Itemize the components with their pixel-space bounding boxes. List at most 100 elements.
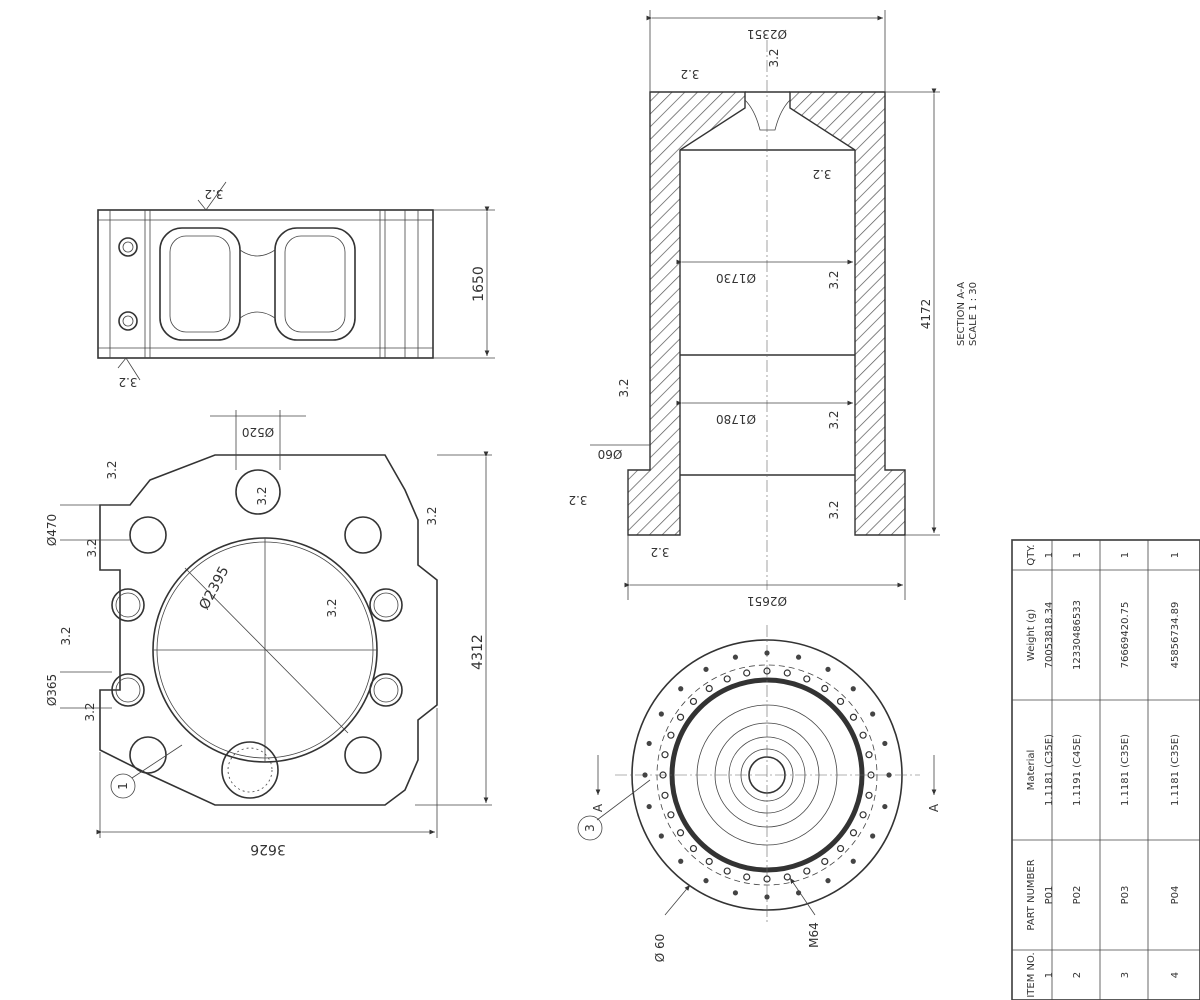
section-scale: SCALE 1 : 30: [968, 282, 979, 346]
plate-surface-mark-6: 3.2: [59, 626, 73, 645]
hole-bottom-left: [129, 736, 167, 774]
section-surface-mark-9: 3.2: [650, 545, 669, 559]
hole-mid-left-1: [111, 588, 145, 622]
hole-mid-right-2: [369, 673, 403, 707]
flange-bolt-hole: [882, 803, 888, 810]
section-small-dia: Ø60: [598, 447, 623, 461]
flange-bolt-hole: [886, 772, 892, 778]
section-surface-mark-3: 3.2: [812, 167, 831, 181]
bom-cell: 76669420.75: [1120, 602, 1131, 669]
section-top-dia: Ø2351: [747, 27, 787, 41]
plate-surface-mark-3: 3.2: [255, 486, 269, 505]
flange-bolt-hole: [678, 686, 684, 692]
flange-bolt-hole: [870, 833, 876, 839]
item-balloon-3-label: 3: [583, 824, 597, 832]
flange-inner-bolt: [689, 697, 698, 706]
flange-inner-bolt: [743, 669, 751, 677]
flange-bolt-hole: [764, 894, 770, 900]
flange-inner-bolt: [763, 875, 771, 883]
section-surface-mark-7: 3.2: [568, 493, 587, 507]
bom-cell: 1: [1044, 972, 1055, 978]
flange-bolt-hole: [825, 878, 831, 884]
flange-bolt-circle: [642, 650, 892, 900]
plate-surface-mark-2: 3.2: [85, 538, 99, 557]
section-surface-mark-8: 3.2: [827, 500, 841, 519]
plate-surface-mark-7: 3.2: [83, 702, 97, 721]
flange-inner-bolt: [667, 731, 675, 739]
hole-bottom-right: [344, 736, 382, 774]
bom-cell: 70053818.34: [1044, 602, 1055, 669]
flange-inner-bolt: [821, 684, 829, 693]
flange-hole-dia: Ø 60: [653, 934, 667, 963]
flange-inner-bolt: [849, 829, 858, 837]
bom-cell: 1.1181 (C35E): [1170, 734, 1181, 806]
left-hole-diameter: Ø470: [45, 514, 59, 546]
flange-inner-bolt: [859, 731, 867, 739]
plate-surface-mark-1: 3.2: [105, 460, 119, 479]
pocket-right: [274, 227, 356, 341]
section-upper-bore: Ø1730: [716, 271, 756, 285]
bom-cell: 2: [1072, 972, 1083, 978]
plate-surface-mark-5: 3.2: [325, 598, 339, 617]
flange-bolt-hole: [795, 890, 802, 896]
bom-cell: P03: [1120, 886, 1131, 905]
bom-header-cell: QTY.: [1026, 544, 1037, 565]
flange-bolt-hole: [703, 666, 709, 672]
bolt-lower: [118, 311, 138, 331]
flange-inner-bolt: [836, 844, 845, 853]
flange-thread: M64: [807, 922, 821, 948]
bore-diameter: Ø2395: [196, 564, 232, 613]
flange-inner-bolt: [667, 811, 675, 819]
section-surface-mark-2: 3.2: [767, 48, 781, 67]
item-balloon-3: [577, 815, 603, 841]
plate-outline: [99, 454, 438, 806]
pocket-left: [159, 227, 241, 341]
flange-bolt-hole: [732, 654, 739, 660]
flange-bolt-hole: [678, 858, 684, 864]
hole-top-left: [129, 516, 167, 554]
bottom-surface-mark: 3.2: [118, 375, 137, 389]
flange-inner-bolt: [661, 751, 669, 759]
flange-inner-bolt: [836, 697, 845, 706]
flange-inner-bolt: [723, 867, 731, 875]
top-view-height-dim: 1650: [471, 266, 487, 302]
hole-bottom: [221, 741, 279, 799]
plate-width-dim: 3626: [250, 841, 286, 857]
bom-cell: 45856734.89: [1170, 602, 1181, 669]
bom-cell: P01: [1044, 886, 1055, 905]
section-lower-bore: Ø1780: [716, 412, 756, 426]
flange-inner-bolt: [676, 829, 685, 837]
bom-cell: 12330486533: [1072, 600, 1083, 670]
item-balloon-1-label: 1: [116, 782, 130, 790]
bom-header-cell: Weight (g): [1026, 609, 1037, 661]
cut-label-right: A: [927, 803, 941, 812]
flange-bolt-hole: [882, 740, 888, 747]
flange-inner-bolts: [659, 667, 875, 883]
flange-bolt-hole: [703, 878, 709, 884]
flange-inner-bolt: [783, 873, 791, 881]
flange-bolt-hole: [870, 711, 876, 717]
top-hole-diameter: Ø520: [242, 425, 274, 439]
bom-cell: 3: [1120, 972, 1131, 978]
top-surface-mark: 3.2: [204, 187, 223, 201]
flange-inner-bolt: [743, 873, 751, 881]
section-height-dim: 4172: [919, 299, 933, 330]
flange-bolt-hole: [732, 890, 739, 896]
flange-view: A A Ø 60 M64 3: [577, 625, 941, 963]
bom-cell: 1: [1044, 552, 1055, 558]
plate-height-dim: 4312: [470, 634, 486, 670]
flange-bolt-hole: [646, 740, 652, 747]
top-view: 1650 3.2 3.2: [97, 181, 495, 389]
flange-bolt-hole: [795, 654, 802, 660]
flange-bolt-hole: [850, 686, 856, 692]
hole-mid-left-2: [111, 673, 145, 707]
section-surface-mark-4: 3.2: [827, 270, 841, 289]
flange-inner-bolt: [705, 857, 713, 866]
bom-cell: P02: [1072, 886, 1083, 905]
hole-top-right: [344, 516, 382, 554]
flange-bolt-hole: [850, 858, 856, 864]
flange-inner-bolt: [689, 844, 698, 853]
bom-header-cell: Material: [1026, 750, 1037, 791]
flange-inner-bolt: [865, 791, 873, 799]
